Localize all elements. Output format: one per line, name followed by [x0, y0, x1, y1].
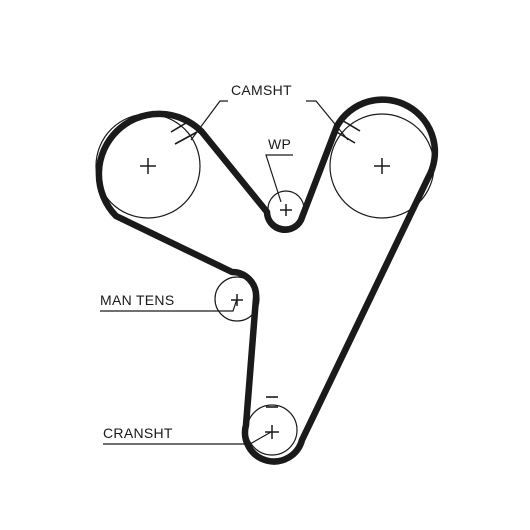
right-camshaft-sprocket — [329, 113, 435, 219]
water-pump-pulley — [267, 190, 305, 228]
center-cross-icon — [265, 425, 279, 439]
manual-tensioner-label: MAN TENS — [100, 292, 175, 308]
water-pump-label: WP — [268, 136, 292, 152]
crankshaft-sprocket — [246, 404, 298, 456]
left-cam-timing-mark-1 — [170, 119, 192, 133]
manual-tensioner-leader — [100, 298, 238, 312]
center-cross-icon — [140, 158, 156, 174]
center-cross-icon — [280, 204, 292, 216]
left-camshaft-sprocket — [95, 113, 201, 219]
camshaft-leader-right — [306, 100, 349, 141]
leader-lines — [100, 100, 349, 445]
right-cam-timing-mark-1 — [339, 118, 361, 132]
crankshaft-leader — [103, 431, 272, 445]
crankshaft-label: CRANSHT — [103, 425, 173, 441]
center-cross-icon — [374, 158, 390, 174]
camshaft-label: CAMSHT — [231, 82, 292, 98]
water-pump-leader — [265, 154, 293, 203]
left-cam-timing-mark-2 — [174, 131, 198, 145]
camshaft-leader-left — [190, 100, 228, 141]
